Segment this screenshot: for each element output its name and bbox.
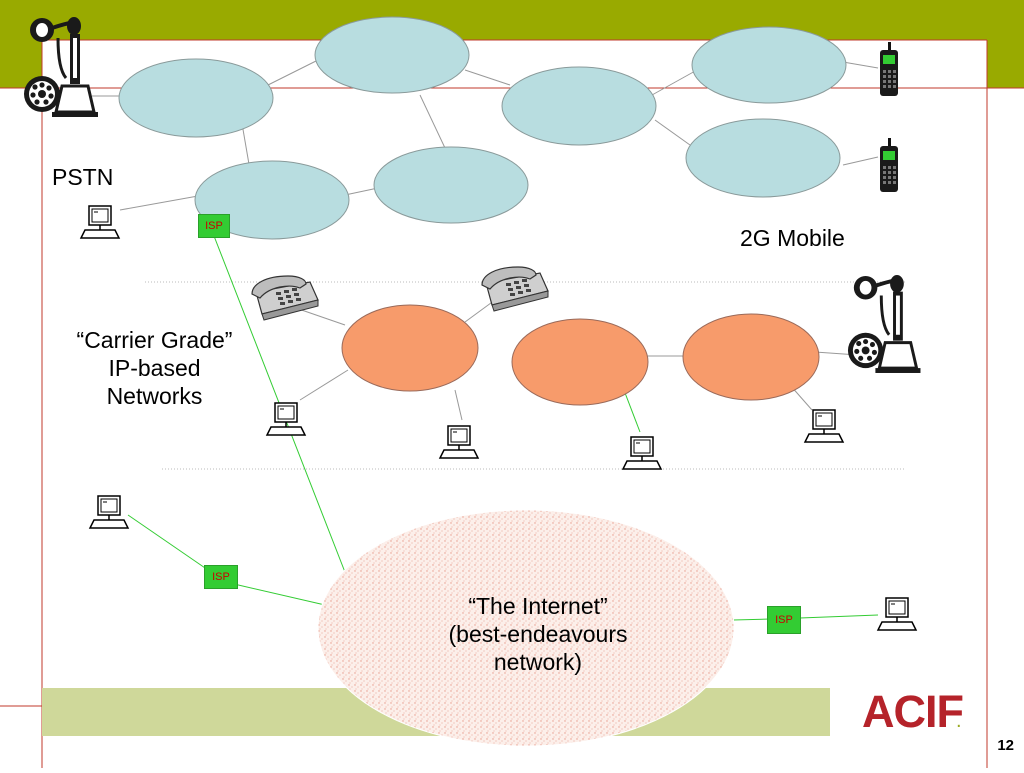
acif-logo-dot: . [956, 710, 962, 732]
page-number: 12 [997, 737, 1014, 754]
pstn-node-4 [373, 146, 529, 224]
pstn-node-5 [194, 160, 350, 240]
isp-tag-left: ISP [204, 565, 238, 589]
mobile-phone-icon [880, 42, 898, 96]
pstn-node-1 [118, 58, 274, 138]
internet-label: “The Internet” (best-endeavours network) [448, 593, 628, 676]
ip-node-2 [511, 318, 649, 406]
pstn-node-3 [501, 66, 657, 146]
ip-node-1 [341, 304, 479, 392]
pstn-node-2 [314, 16, 470, 94]
mobile-label: 2G Mobile [740, 225, 845, 251]
mobile-node-2 [685, 118, 841, 198]
pstn-label: PSTN [52, 164, 114, 190]
ip-node-3 [682, 313, 820, 401]
pstn-clouds [118, 16, 847, 240]
internet-cloud [317, 509, 735, 747]
mobile-node-1 [691, 26, 847, 104]
acif-logo: ACIF [862, 686, 964, 737]
ip-clouds [341, 304, 820, 406]
carrier-grade-label: “Carrier Grade” IP-based Networks [76, 327, 233, 410]
isp-tag-top: ISP [198, 214, 230, 238]
isp-tag-right: ISP [767, 606, 801, 634]
mobile-phone-icon [880, 138, 898, 192]
